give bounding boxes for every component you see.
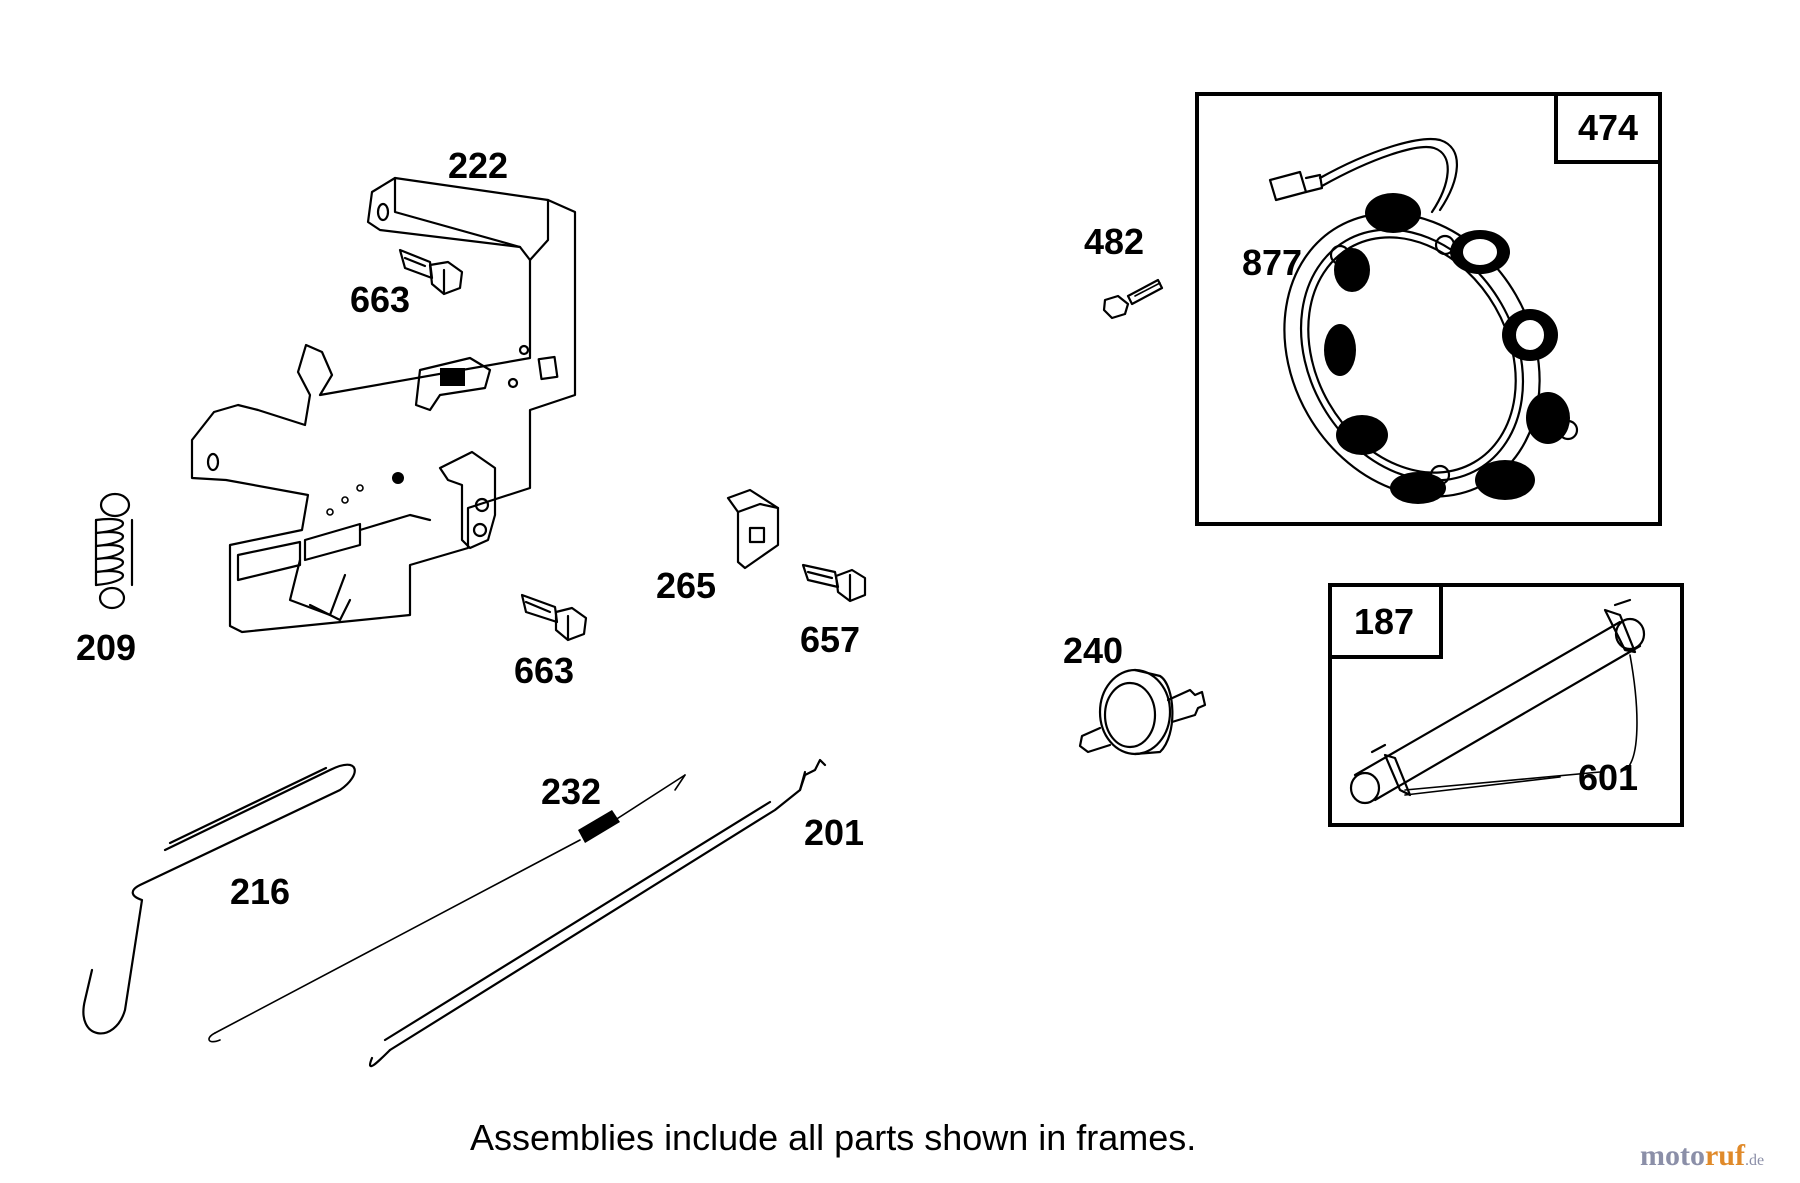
watermark-part-2: ruf (1705, 1139, 1746, 1172)
label-601: 601 (1578, 757, 1638, 798)
label-474: 474 (1578, 107, 1638, 148)
assembly-474-frame (1195, 92, 1662, 526)
screw-482-drawing (1102, 278, 1164, 320)
label-657: 657 (800, 619, 860, 660)
label-216: 216 (230, 871, 290, 912)
fuel-filter-240-drawing (1078, 668, 1207, 756)
assemblies-caption: Assemblies include all parts shown in fr… (470, 1117, 1196, 1158)
label-209: 209 (76, 627, 136, 668)
svg-text:motoruf.de: motoruf.de (1640, 1139, 1764, 1172)
clip-265-drawing (726, 488, 780, 570)
spring-209-drawing (94, 492, 134, 610)
rod-216-drawing (82, 763, 356, 1035)
assembly-187-frame (1328, 583, 1684, 827)
label-222: 222 (448, 145, 508, 186)
label-240: 240 (1063, 630, 1123, 671)
label-877: 877 (1242, 242, 1302, 283)
screw-657-drawing (801, 563, 867, 603)
label-232: 232 (541, 771, 601, 812)
label-187: 187 (1354, 601, 1414, 642)
watermark-logo: motoruf.de (1640, 1139, 1764, 1172)
label-663-lower: 663 (514, 650, 574, 691)
rod-201-drawing (369, 758, 827, 1068)
watermark-part-1: moto (1640, 1139, 1705, 1172)
label-482: 482 (1084, 221, 1144, 262)
control-bracket-drawing (190, 176, 577, 634)
label-265: 265 (656, 565, 716, 606)
watermark-suffix: .de (1745, 1152, 1764, 1169)
spring-link-232-drawing (208, 774, 686, 1043)
screw-663-lower-drawing (520, 593, 588, 642)
label-663-upper: 663 (350, 279, 410, 320)
label-201: 201 (804, 812, 864, 853)
screw-663-upper-drawing (398, 248, 464, 296)
